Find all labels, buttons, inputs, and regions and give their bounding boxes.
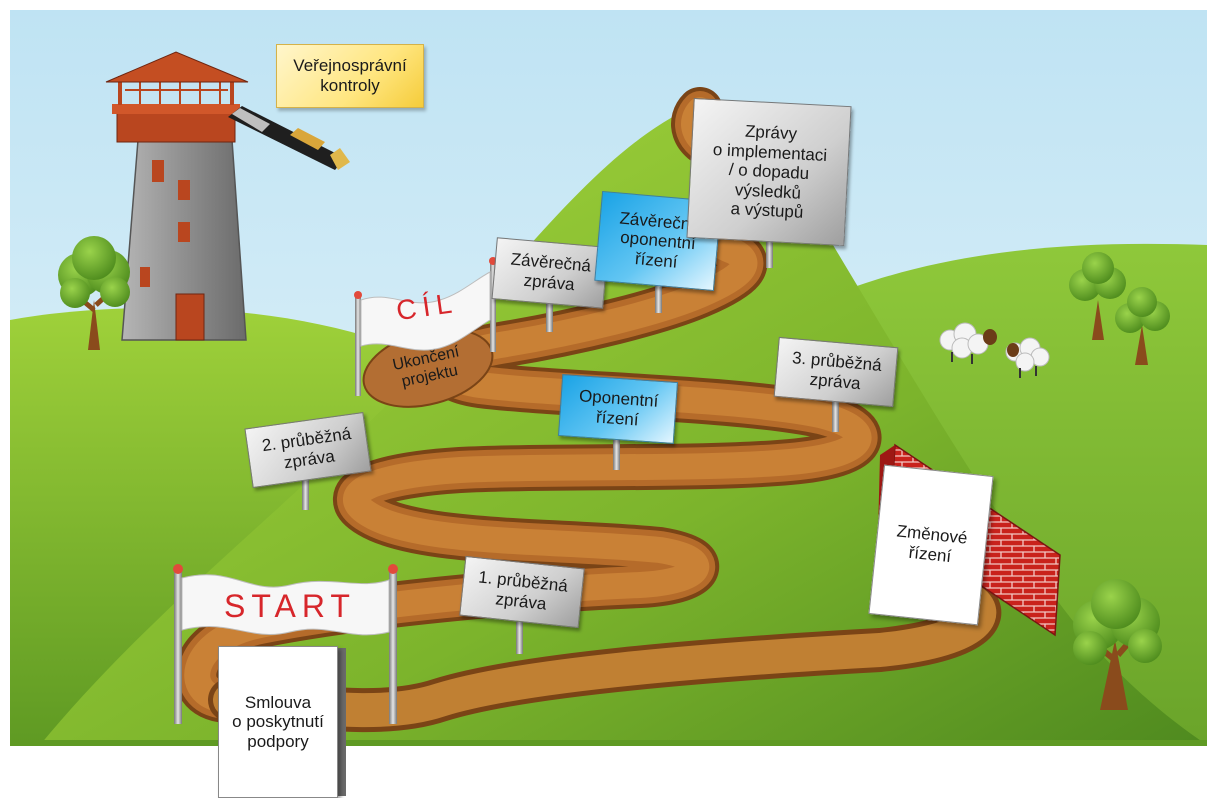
final-report-sign: Závěrečná zpráva bbox=[491, 237, 609, 309]
telescope-icon bbox=[228, 106, 350, 170]
tree-bottom-right bbox=[1073, 579, 1162, 710]
watch-tower bbox=[105, 51, 249, 341]
sheep-icon bbox=[1005, 337, 1050, 378]
ground bbox=[10, 740, 1207, 746]
finish-banner bbox=[360, 271, 491, 351]
public-control-sign: Veřejnosprávní kontroly bbox=[276, 44, 424, 108]
implementation-reports-sign: Zprávy o implementaci / o dopadu výsledk… bbox=[686, 97, 852, 247]
tree-right-2 bbox=[1115, 287, 1170, 365]
report-3-sign: 3. průběžná zpráva bbox=[773, 336, 899, 408]
tree-left bbox=[58, 236, 130, 350]
contract-sign-shadow bbox=[336, 648, 346, 796]
contract-sign: Smlouva o poskytnutí podpory bbox=[218, 646, 338, 798]
tree-right-1 bbox=[1069, 252, 1126, 340]
report-1-sign: 1. průběžná zpráva bbox=[459, 555, 585, 629]
sheep-icon bbox=[939, 322, 997, 364]
change-procedure-sign: Změnové řízení bbox=[868, 464, 994, 626]
start-banner bbox=[181, 574, 390, 636]
flag-poles bbox=[173, 257, 497, 724]
winding-path bbox=[174, 87, 1002, 733]
opponent-review-sign: Oponentní řízení bbox=[557, 374, 679, 444]
sign-posts bbox=[302, 240, 839, 654]
start-flag-text: START bbox=[224, 587, 356, 624]
